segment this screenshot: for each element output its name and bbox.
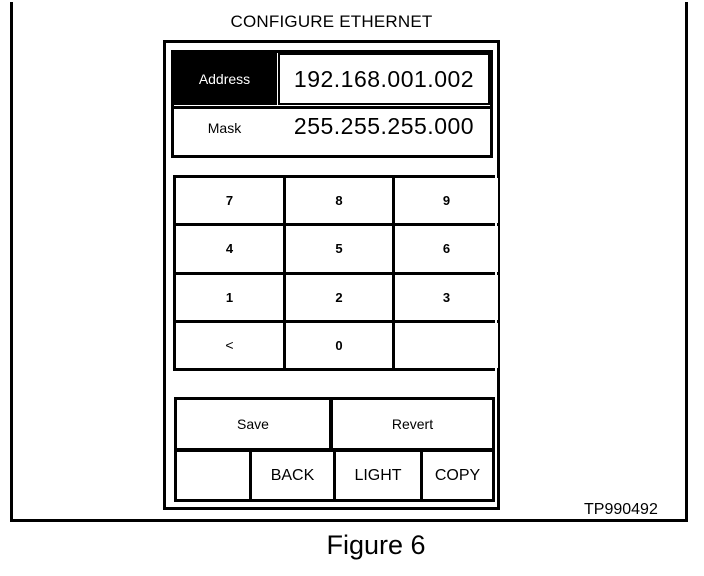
key-4[interactable]: 4 [176,226,283,272]
screen-title: CONFIGURE ETHERNET [230,12,433,31]
key-blank[interactable] [395,322,498,368]
key-7[interactable]: 7 [176,178,283,224]
copy-button[interactable]: COPY [420,449,495,502]
key-9[interactable]: 9 [395,178,498,224]
address-value[interactable]: 192.168.001.002 [278,53,490,105]
device-panel [163,40,500,510]
key-1[interactable]: 1 [176,274,283,320]
revert-button[interactable]: Revert [330,397,495,451]
key-backspace[interactable]: < [176,322,283,368]
back-button[interactable]: BACK [249,449,336,502]
save-button[interactable]: Save [174,397,332,451]
mask-label[interactable]: Mask [207,120,242,136]
key-3[interactable]: 3 [395,274,498,320]
numeric-keypad: 7 8 9 4 5 6 1 2 3 < 0 [173,175,498,371]
key-0[interactable]: 0 [286,322,392,368]
mask-value[interactable]: 255.255.255.000 [293,112,475,139]
key-2[interactable]: 2 [286,274,392,320]
field-divider [172,106,492,109]
figure-frame [10,2,688,522]
figure-caption: Figure 6 [326,530,426,560]
figure-tag: TP990492 [584,501,658,518]
blank-button[interactable] [174,449,252,502]
key-6[interactable]: 6 [395,226,498,272]
address-label[interactable]: Address [172,52,277,105]
key-5[interactable]: 5 [286,226,392,272]
light-button[interactable]: LIGHT [333,449,423,502]
key-8[interactable]: 8 [286,178,392,224]
